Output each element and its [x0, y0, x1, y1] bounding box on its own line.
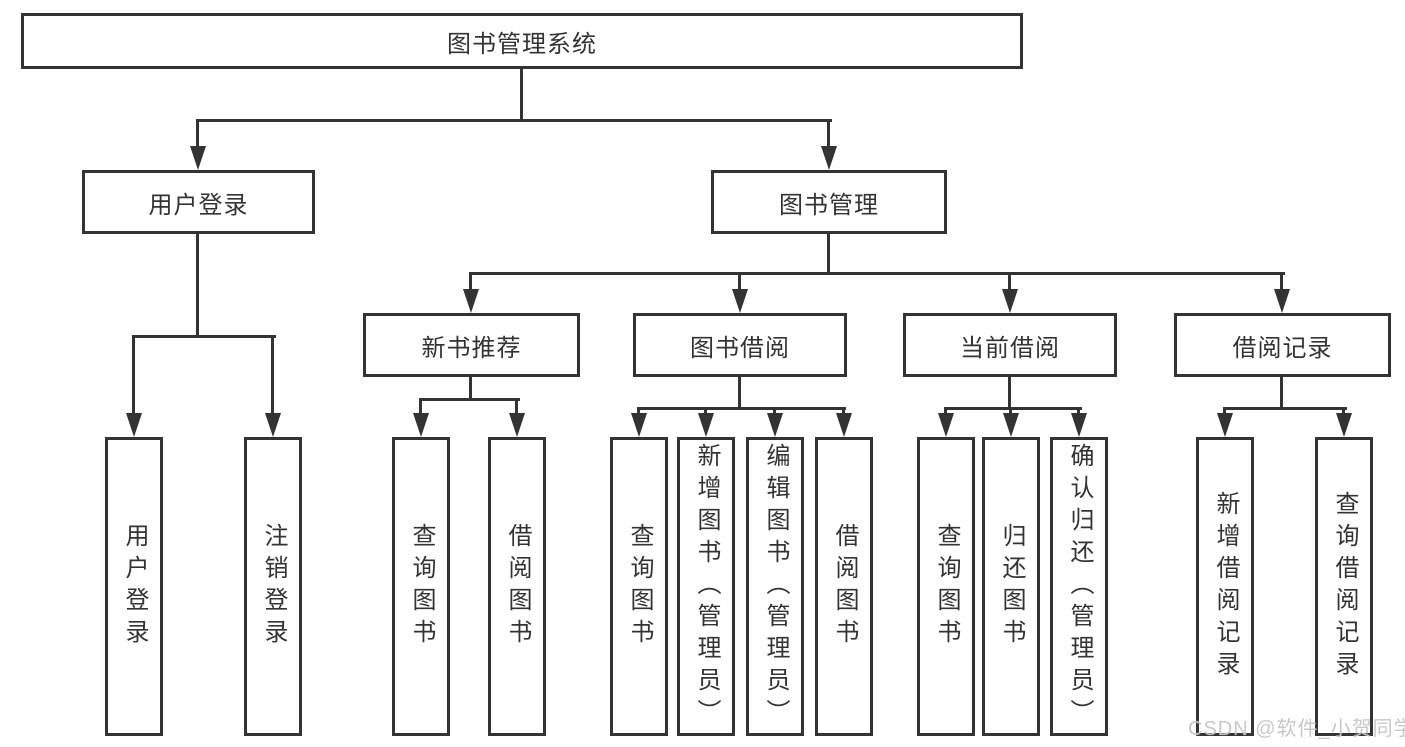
- leaf-borrow-books-recommend-label: 借阅图书: [504, 522, 531, 651]
- leaf-borrow-books-2: 借阅图书: [815, 437, 873, 736]
- connector-line: [196, 234, 199, 338]
- leaf-query-books-borrow-label: 查询图书: [626, 522, 653, 651]
- arrow-down-icon: [1217, 413, 1233, 437]
- connector-line: [132, 335, 135, 417]
- connector-line: [132, 335, 276, 338]
- node-new-book-recommend-label: 新书推荐: [421, 334, 522, 362]
- connector-line: [419, 398, 422, 416]
- leaf-borrow-books-2-label: 借阅图书: [831, 522, 858, 651]
- leaf-user-login-label: 用户登录: [121, 522, 148, 651]
- connector-line: [1009, 407, 1012, 416]
- connector-line: [944, 407, 947, 416]
- leaf-user-login: 用户登录: [105, 437, 163, 736]
- leaf-query-borrow-record: 查询借阅记录: [1315, 437, 1373, 736]
- leaf-return-books: 归还图书: [982, 437, 1040, 736]
- connector-line: [196, 119, 199, 151]
- connector-line: [520, 69, 523, 122]
- connector-line: [738, 377, 741, 410]
- connector-line: [1008, 272, 1011, 293]
- connector-line: [515, 398, 518, 416]
- connector-line: [637, 407, 846, 410]
- node-user-login-label: 用户登录: [148, 191, 249, 219]
- leaf-add-book-admin-label: 新增图书（管理员）: [693, 442, 720, 731]
- leaf-add-borrow-record: 新增借阅记录: [1196, 437, 1254, 736]
- leaf-confirm-return-admin: 确认归还（管理员）: [1050, 437, 1108, 736]
- leaf-add-borrow-record-label: 新增借阅记录: [1212, 490, 1239, 683]
- connector-line: [469, 272, 1285, 275]
- arrow-down-icon: [1003, 413, 1019, 437]
- arrow-down-icon: [631, 413, 647, 437]
- arrow-down-icon: [732, 289, 748, 313]
- arrow-down-icon: [1274, 289, 1290, 313]
- leaf-query-books-recommend-label: 查询图书: [408, 522, 435, 651]
- node-user-login: 用户登录: [82, 170, 315, 234]
- arrow-down-icon: [821, 146, 837, 170]
- arrow-down-icon: [767, 413, 783, 437]
- leaf-query-books-borrow: 查询图书: [610, 437, 668, 736]
- arrow-down-icon: [698, 413, 714, 437]
- leaf-edit-book-admin-label: 编辑图书（管理员）: [762, 442, 789, 731]
- leaf-add-book-admin: 新增图书（管理员）: [677, 437, 735, 736]
- leaf-logout-label: 注销登录: [260, 522, 287, 651]
- connector-line: [271, 335, 274, 417]
- arrow-down-icon: [509, 413, 525, 437]
- connector-line: [419, 398, 520, 401]
- connector-line: [637, 407, 640, 416]
- connector-line: [1280, 377, 1283, 410]
- connector-line: [1280, 272, 1283, 293]
- node-new-book-recommend: 新书推荐: [363, 313, 580, 377]
- arrow-down-icon: [836, 413, 852, 437]
- connector-line: [773, 407, 776, 416]
- connector-line: [944, 407, 1082, 410]
- node-book-management: 图书管理: [711, 170, 947, 234]
- connector-line: [842, 407, 845, 416]
- watermark: CSDN @软件_小贺同学: [1188, 718, 1405, 740]
- leaf-query-books-recommend: 查询图书: [392, 437, 450, 736]
- leaf-borrow-books-recommend: 借阅图书: [488, 437, 546, 736]
- node-root: 图书管理系统: [21, 13, 1023, 69]
- connector-line: [469, 272, 472, 293]
- arrow-down-icon: [265, 413, 281, 437]
- leaf-return-books-label: 归还图书: [998, 522, 1025, 651]
- leaf-logout: 注销登录: [244, 437, 302, 736]
- node-root-label: 图书管理系统: [447, 30, 597, 58]
- arrow-down-icon: [190, 146, 206, 170]
- node-borrow-records-label: 借阅记录: [1232, 334, 1333, 362]
- node-current-borrow-label: 当前借阅: [960, 334, 1060, 362]
- connector-line: [827, 119, 830, 151]
- connector-line: [1223, 407, 1226, 416]
- connector-line: [1008, 377, 1011, 410]
- connector-line: [738, 272, 741, 293]
- arrow-down-icon: [463, 289, 479, 313]
- leaf-edit-book-admin: 编辑图书（管理员）: [746, 437, 804, 736]
- leaf-query-borrow-record-label: 查询借阅记录: [1331, 490, 1358, 683]
- connector-line: [196, 119, 832, 122]
- connector-line: [704, 407, 707, 416]
- arrow-down-icon: [1071, 413, 1087, 437]
- connector-line: [827, 234, 830, 275]
- leaf-confirm-return-admin-label: 确认归还（管理员）: [1066, 442, 1093, 731]
- arrow-down-icon: [126, 413, 142, 437]
- node-current-borrow: 当前借阅: [903, 313, 1117, 377]
- arrow-down-icon: [938, 413, 954, 437]
- connector-line: [1077, 407, 1080, 416]
- arrow-down-icon: [413, 413, 429, 437]
- arrow-down-icon: [1336, 413, 1352, 437]
- connector-line: [469, 377, 472, 401]
- leaf-query-books-current: 查询图书: [917, 437, 975, 736]
- leaf-query-books-current-label: 查询图书: [933, 522, 960, 651]
- node-borrow-records: 借阅记录: [1174, 313, 1391, 377]
- node-book-borrow-label: 图书借阅: [690, 334, 790, 362]
- connector-line: [1223, 407, 1347, 410]
- connector-line: [1342, 407, 1345, 416]
- node-book-borrow: 图书借阅: [633, 313, 847, 377]
- arrow-down-icon: [1002, 289, 1018, 313]
- node-book-management-label: 图书管理: [779, 191, 879, 219]
